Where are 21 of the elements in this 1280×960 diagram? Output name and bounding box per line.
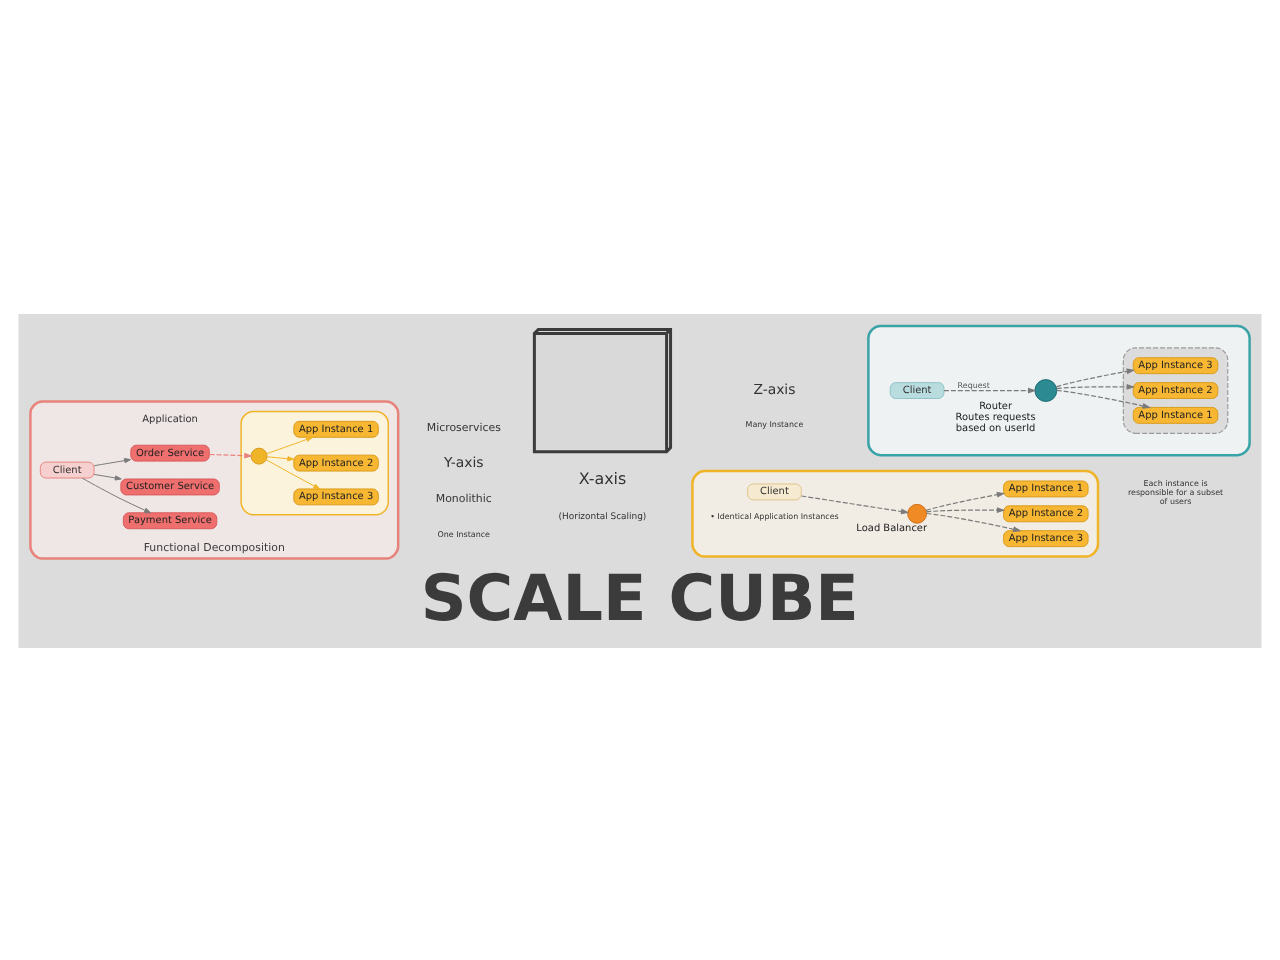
cluster — [867, 323, 1251, 456]
arrow — [81, 476, 152, 513]
arrow — [93, 457, 132, 466]
arrow — [266, 435, 314, 454]
diagram-title: SCALE CUBE — [420, 561, 859, 636]
arrow — [925, 506, 1006, 513]
arrow — [93, 472, 122, 480]
arrow — [926, 511, 1022, 532]
arrow — [925, 490, 1006, 510]
arrow — [266, 455, 295, 461]
arrow — [1056, 383, 1136, 389]
arrow — [265, 458, 321, 489]
node-circle — [1034, 378, 1058, 401]
arrow — [800, 494, 910, 514]
node-circle — [250, 446, 268, 464]
arrow — [1056, 388, 1151, 408]
arrow — [943, 386, 1037, 393]
arrow — [1055, 367, 1135, 387]
node-circle — [907, 502, 928, 523]
cluster — [691, 468, 1100, 557]
arrow — [208, 451, 253, 458]
